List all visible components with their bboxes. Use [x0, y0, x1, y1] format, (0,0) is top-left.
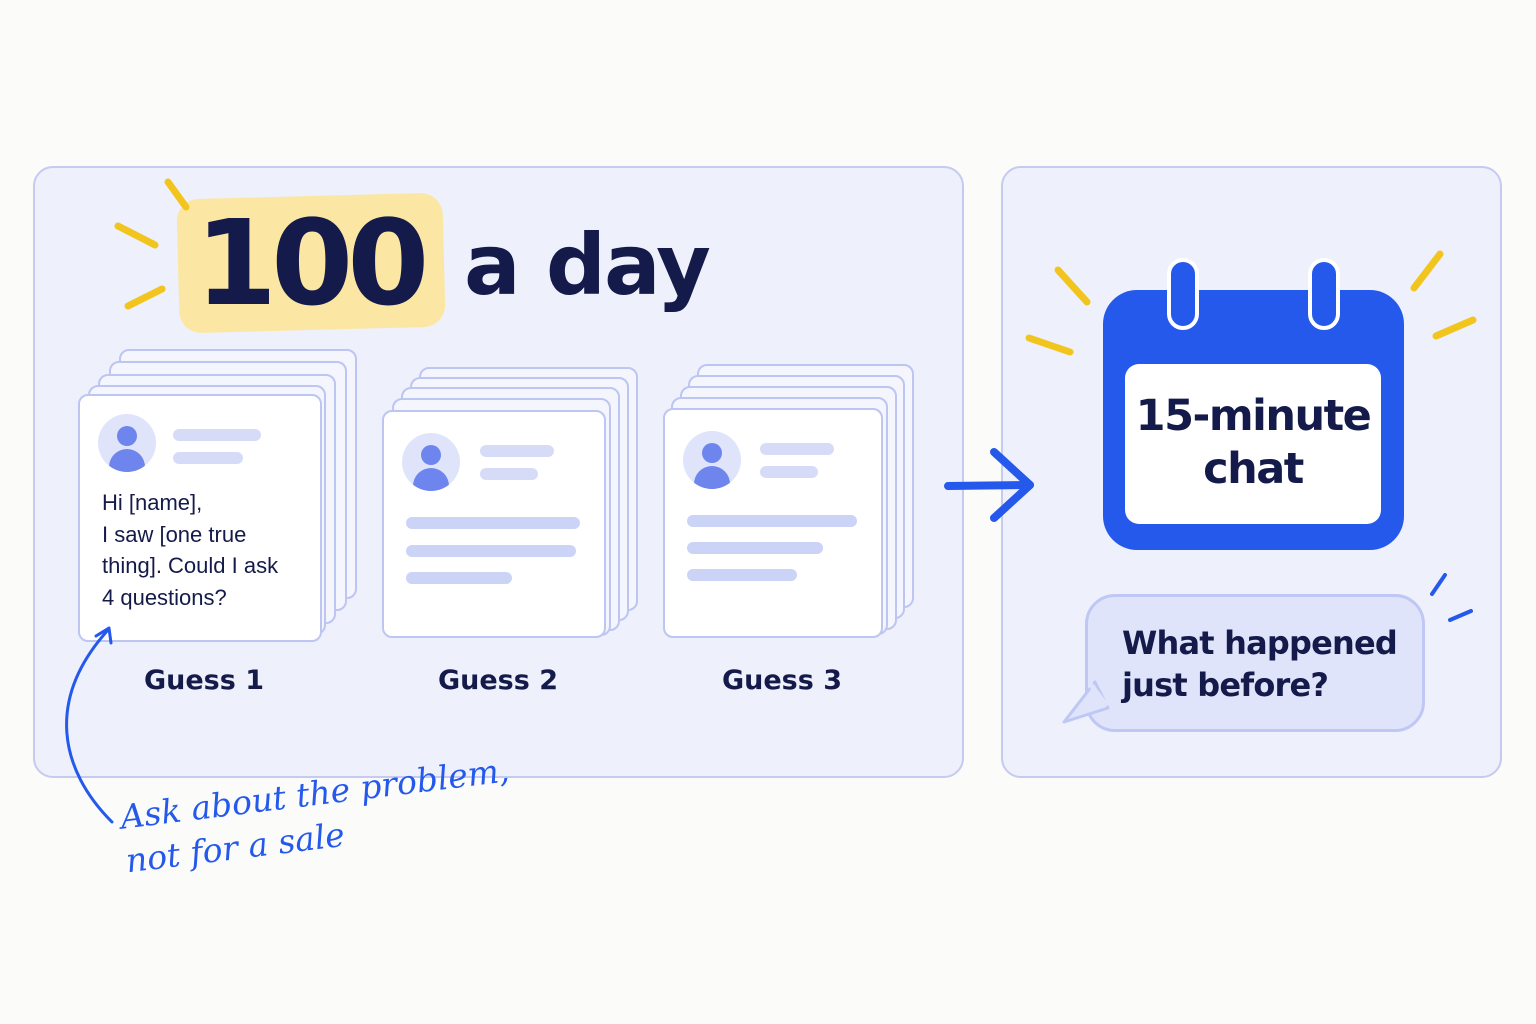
- calendar-text: 15-minute chat: [1135, 391, 1372, 494]
- user-avatar-icon: [683, 431, 741, 489]
- user-avatar-icon: [402, 433, 460, 491]
- headline-sparkle-icon: [114, 178, 190, 310]
- placeholder-line: [480, 468, 538, 480]
- placeholder-line: [173, 452, 243, 464]
- calendar-ring: [1167, 258, 1199, 330]
- bubble-accent-icon: [1430, 573, 1473, 622]
- speech-bubble-tail-seam: [1088, 682, 1109, 708]
- headline-number: 100: [195, 194, 429, 332]
- calendar-ring: [1308, 258, 1340, 330]
- annotation-arrow-icon: [65, 626, 114, 824]
- card-label-1: Guess 1: [143, 665, 265, 696]
- placeholder-line: [406, 545, 576, 557]
- placeholder-line: [687, 569, 797, 581]
- speech-bubble-text: What happened just before?: [1122, 624, 1398, 704]
- user-avatar-icon: [98, 414, 156, 472]
- placeholder-line: [406, 517, 580, 529]
- card-label-2: Guess 2: [437, 665, 559, 696]
- card-label-3: Guess 3: [721, 665, 843, 696]
- placeholder-line: [173, 429, 261, 441]
- placeholder-line: [760, 443, 834, 455]
- placeholder-line: [687, 515, 857, 527]
- headline-rest: a day: [464, 216, 711, 314]
- calendar-sparkle-icon: [1025, 250, 1477, 356]
- placeholder-line: [406, 572, 512, 584]
- speech-bubble-icon: [1085, 594, 1425, 732]
- placeholder-line: [760, 466, 818, 478]
- calendar-screen: [1125, 364, 1381, 524]
- placeholder-line: [687, 542, 823, 554]
- message-text: Hi [name], I saw [one true thing]. Could…: [102, 490, 279, 610]
- placeholder-line: [480, 445, 554, 457]
- arrow-right-icon: [944, 448, 1034, 522]
